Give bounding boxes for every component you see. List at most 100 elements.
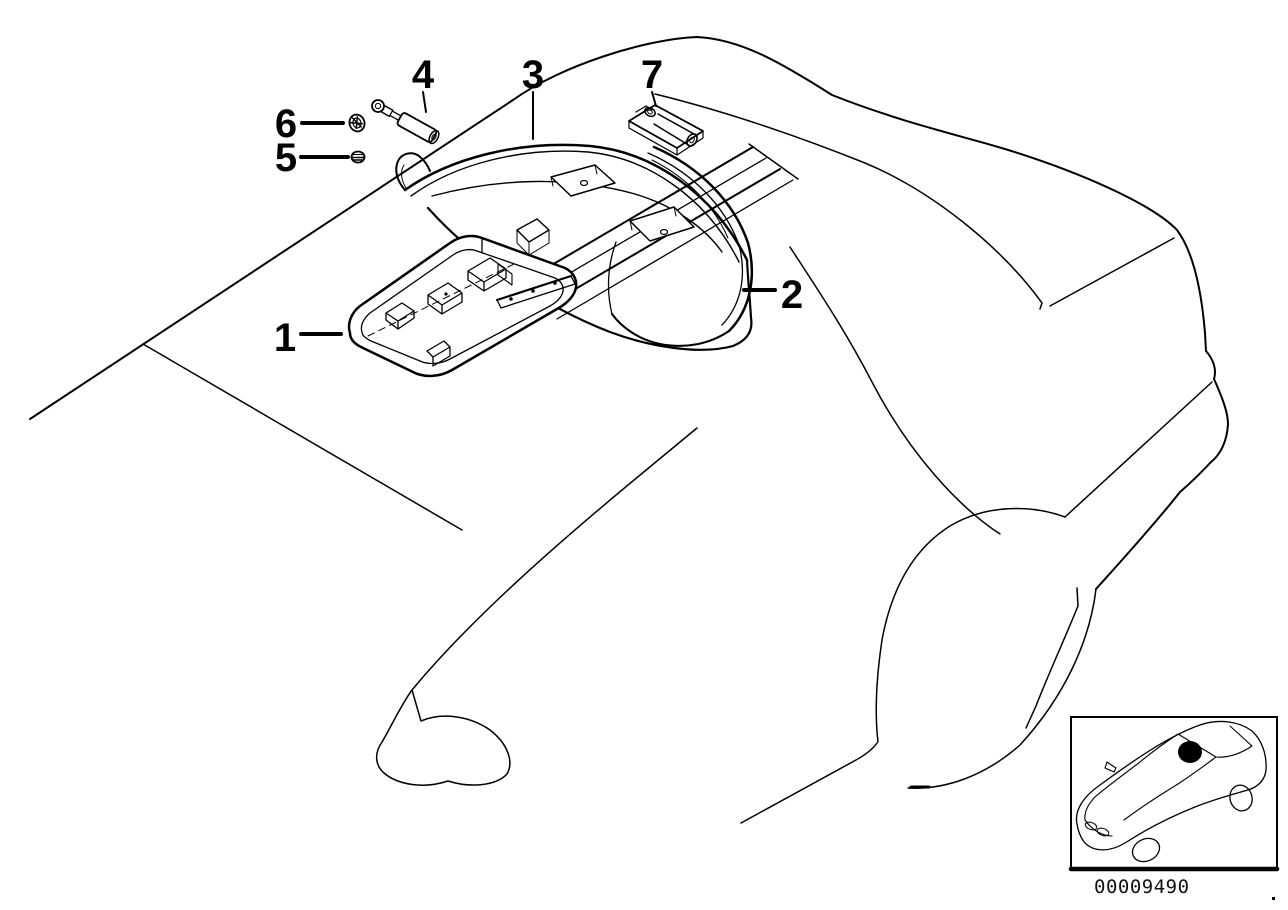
inset-car-front-wheel bbox=[1131, 837, 1161, 863]
wheel-arch-right bbox=[907, 588, 1097, 789]
inset-thumbnail[interactable]: 00009490 bbox=[1068, 716, 1280, 898]
tray-bump-flange bbox=[497, 263, 513, 286]
latch-cylinder-end bbox=[686, 133, 698, 147]
grommet-inner bbox=[352, 117, 362, 129]
latch-ring-hole bbox=[647, 109, 653, 115]
callout-7[interactable]: 7 bbox=[641, 53, 663, 107]
tray-bump-wedge bbox=[385, 302, 415, 330]
body-side-line bbox=[740, 742, 878, 824]
shell-left-cap-inner bbox=[401, 164, 407, 189]
cover-rim-outer bbox=[652, 145, 754, 333]
latch-step bbox=[635, 105, 653, 113]
tray-rim-outer bbox=[347, 234, 578, 378]
parcel-shelf-edge-line bbox=[142, 343, 463, 531]
callout-4[interactable]: 4 bbox=[412, 53, 435, 113]
callout-3-number[interactable]: 3 bbox=[522, 53, 544, 97]
bumper-seam-line bbox=[1025, 587, 1079, 729]
callout-2[interactable]: 2 bbox=[742, 273, 803, 317]
strut-end-cap bbox=[428, 129, 440, 145]
rail-clip-block bbox=[516, 218, 550, 243]
trunk-side-line bbox=[1064, 381, 1213, 518]
callout-7-number[interactable]: 7 bbox=[641, 53, 663, 97]
seat-back-curve bbox=[411, 427, 698, 691]
inset-box[interactable] bbox=[1070, 716, 1278, 870]
inset-car-grille-left bbox=[1084, 821, 1098, 831]
part-4-gas-strut bbox=[371, 99, 440, 145]
part-6-grommet bbox=[348, 113, 366, 133]
latch-plate-depth bbox=[628, 120, 704, 156]
cover-bracket-hole bbox=[659, 228, 669, 236]
part-7-latch bbox=[628, 104, 704, 156]
trunk-top-line bbox=[1049, 237, 1175, 307]
car-roof-edge-line bbox=[29, 99, 514, 420]
rear-window-curve bbox=[654, 93, 1043, 310]
cover-inner-hint bbox=[651, 159, 729, 239]
callout-3[interactable]: 3 bbox=[522, 53, 544, 140]
latch-ring bbox=[644, 106, 656, 118]
part-5-nut bbox=[350, 150, 366, 164]
rail-end-cap bbox=[748, 143, 799, 180]
latch-cylinder-end-hole bbox=[689, 136, 695, 144]
grommet-outline bbox=[348, 113, 366, 133]
tray-strip-rivet-3 bbox=[553, 281, 557, 285]
callout-1-number[interactable]: 1 bbox=[274, 316, 296, 360]
strut-eyelet-hole bbox=[374, 102, 382, 110]
strut-eyelet bbox=[371, 99, 385, 113]
callout-6-number[interactable]: 6 bbox=[275, 102, 297, 146]
tray-strip-line2 bbox=[496, 275, 576, 309]
cover-left-edge bbox=[607, 241, 617, 315]
callout-4-number[interactable]: 4 bbox=[412, 53, 435, 97]
cover-bracket-tab bbox=[629, 206, 695, 242]
shell-bracket-depth bbox=[550, 164, 598, 187]
tray-rim-inner bbox=[360, 248, 564, 365]
part-2-cover bbox=[607, 145, 754, 347]
shell-left-cap bbox=[395, 152, 431, 191]
nut-outline bbox=[350, 150, 366, 164]
strut-neck bbox=[380, 105, 394, 118]
period-mark bbox=[1272, 897, 1275, 900]
inset-location-dot bbox=[1178, 741, 1202, 763]
cover-rim-inner bbox=[647, 152, 744, 326]
nut-slots bbox=[351, 156, 365, 161]
tray-bump-box1 bbox=[427, 282, 463, 315]
car-body-outline bbox=[29, 36, 1229, 824]
tray-center-dashed-line bbox=[367, 262, 517, 337]
rail-line-3 bbox=[542, 168, 781, 309]
shell-inner-arc bbox=[431, 180, 723, 253]
latch-plate bbox=[628, 104, 704, 149]
inset-car-rear-wheel bbox=[1229, 784, 1253, 812]
tray-bump-box2 bbox=[467, 257, 507, 292]
grommet-hatch bbox=[349, 115, 364, 130]
callout-6[interactable]: 6 bbox=[275, 102, 345, 146]
inset-car bbox=[1075, 720, 1267, 863]
tray-strip-rivet-1 bbox=[509, 297, 513, 301]
callout-4-leader bbox=[422, 91, 427, 113]
strut-end-cap-hole bbox=[431, 133, 437, 141]
callout-7-leader bbox=[651, 91, 657, 107]
quarter-panel-line bbox=[789, 246, 1001, 535]
inset-car-mirror bbox=[1104, 761, 1117, 773]
tray-strip-line1 bbox=[495, 274, 573, 302]
callout-5-number[interactable]: 5 bbox=[275, 136, 297, 180]
tray-bottom-tab bbox=[426, 340, 451, 367]
strut-rod bbox=[388, 109, 402, 121]
cover-bottom-edge bbox=[611, 313, 730, 347]
strut-cylinder bbox=[396, 112, 438, 143]
inset-part-number: 00009490 bbox=[1094, 876, 1190, 898]
headrest-outline bbox=[375, 689, 511, 786]
shell-bracket-hole bbox=[579, 179, 589, 187]
callout-5[interactable]: 5 bbox=[275, 136, 350, 180]
tray-bump-box1-dot bbox=[444, 292, 448, 296]
rail-line-4 bbox=[556, 179, 794, 320]
wheel-arch-left bbox=[875, 507, 1066, 743]
latch-cylinder-body bbox=[653, 113, 695, 147]
car-silhouette-line bbox=[512, 36, 1229, 590]
rail-line-1 bbox=[515, 146, 754, 287]
shell-rim-inner bbox=[410, 150, 740, 263]
inset-car-hood bbox=[1084, 761, 1179, 837]
callout-2-number[interactable]: 2 bbox=[781, 273, 803, 317]
part-1-tray bbox=[347, 234, 578, 378]
callout-1[interactable]: 1 bbox=[274, 316, 343, 360]
